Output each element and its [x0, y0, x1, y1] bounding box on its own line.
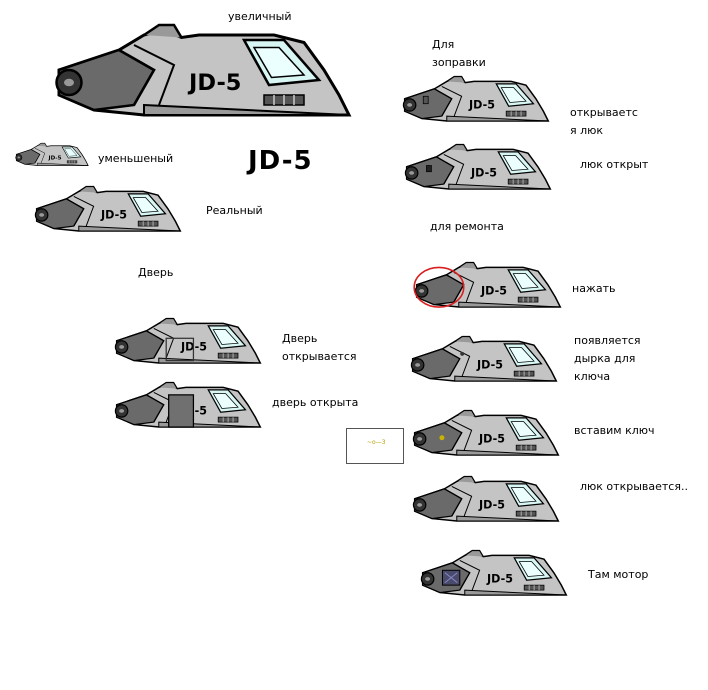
- label-refuel: Для зоправки: [432, 38, 486, 69]
- ship-label: JD-5: [478, 433, 505, 446]
- door-outline: [165, 337, 195, 362]
- label-enlarged: увеличный: [228, 10, 292, 23]
- ship-insert-key: JD-5: [412, 409, 560, 456]
- label-hatch-open: люк открыт: [580, 158, 649, 171]
- ship-press: JD-5: [413, 261, 562, 308]
- keyhole: [460, 351, 465, 356]
- label-door: Дверь: [138, 266, 174, 279]
- label-door-opening: Дверь открывается: [282, 332, 357, 363]
- label-hatch-opens: открываетс я люк: [570, 106, 638, 137]
- ship-label: JD-5: [470, 167, 497, 180]
- ship-door-opening: JD-5: [114, 317, 262, 364]
- ship-label: JD-5: [468, 99, 495, 112]
- hatch: [426, 165, 432, 173]
- label-repair: для ремонта: [430, 220, 504, 233]
- ship-real: JD-5: [34, 185, 182, 232]
- label-hatch-opening: люк открывается..: [580, 480, 688, 493]
- label-motor-there: Там мотор: [588, 568, 649, 581]
- ship-label: JD-5: [486, 573, 513, 586]
- ship-enlarged: JD-5: [55, 23, 351, 117]
- ship-motor: JD-5: [420, 549, 568, 596]
- label-keyhole-appears: появляется дырка для ключа: [574, 334, 641, 383]
- ship-hatch-open: JD-5: [404, 143, 552, 190]
- key: [439, 435, 445, 441]
- hatch: [422, 95, 429, 105]
- label-real: Реальный: [206, 204, 263, 217]
- ship-refuel: JD-5: [402, 75, 550, 122]
- ship-label: JD-5: [187, 70, 241, 96]
- ship-label: JD-5: [100, 209, 127, 222]
- ship-reduced: JD-5: [15, 142, 89, 166]
- label-reduced: уменьшеный: [98, 152, 174, 165]
- ship-label: JD-5: [480, 285, 507, 298]
- label-insert-key: вставим ключ: [574, 424, 655, 437]
- label-door-open: дверь открыта: [272, 396, 359, 409]
- ship-label: JD-5: [476, 359, 503, 372]
- ship-hatch-opening: JD-5: [412, 475, 560, 522]
- door-opening: [168, 394, 195, 428]
- label-press: нажать: [572, 282, 616, 295]
- ship-door-open: JD-5: [114, 381, 262, 428]
- press-highlight: [413, 266, 465, 308]
- ship-label: JD-5: [478, 499, 505, 512]
- page-title: JD-5: [248, 146, 313, 176]
- ship-keyhole: JD-5: [410, 335, 558, 382]
- key-box: ~o—3: [346, 428, 404, 464]
- ship-label: JD-5: [48, 155, 62, 161]
- key-text: ~o—3: [367, 439, 386, 446]
